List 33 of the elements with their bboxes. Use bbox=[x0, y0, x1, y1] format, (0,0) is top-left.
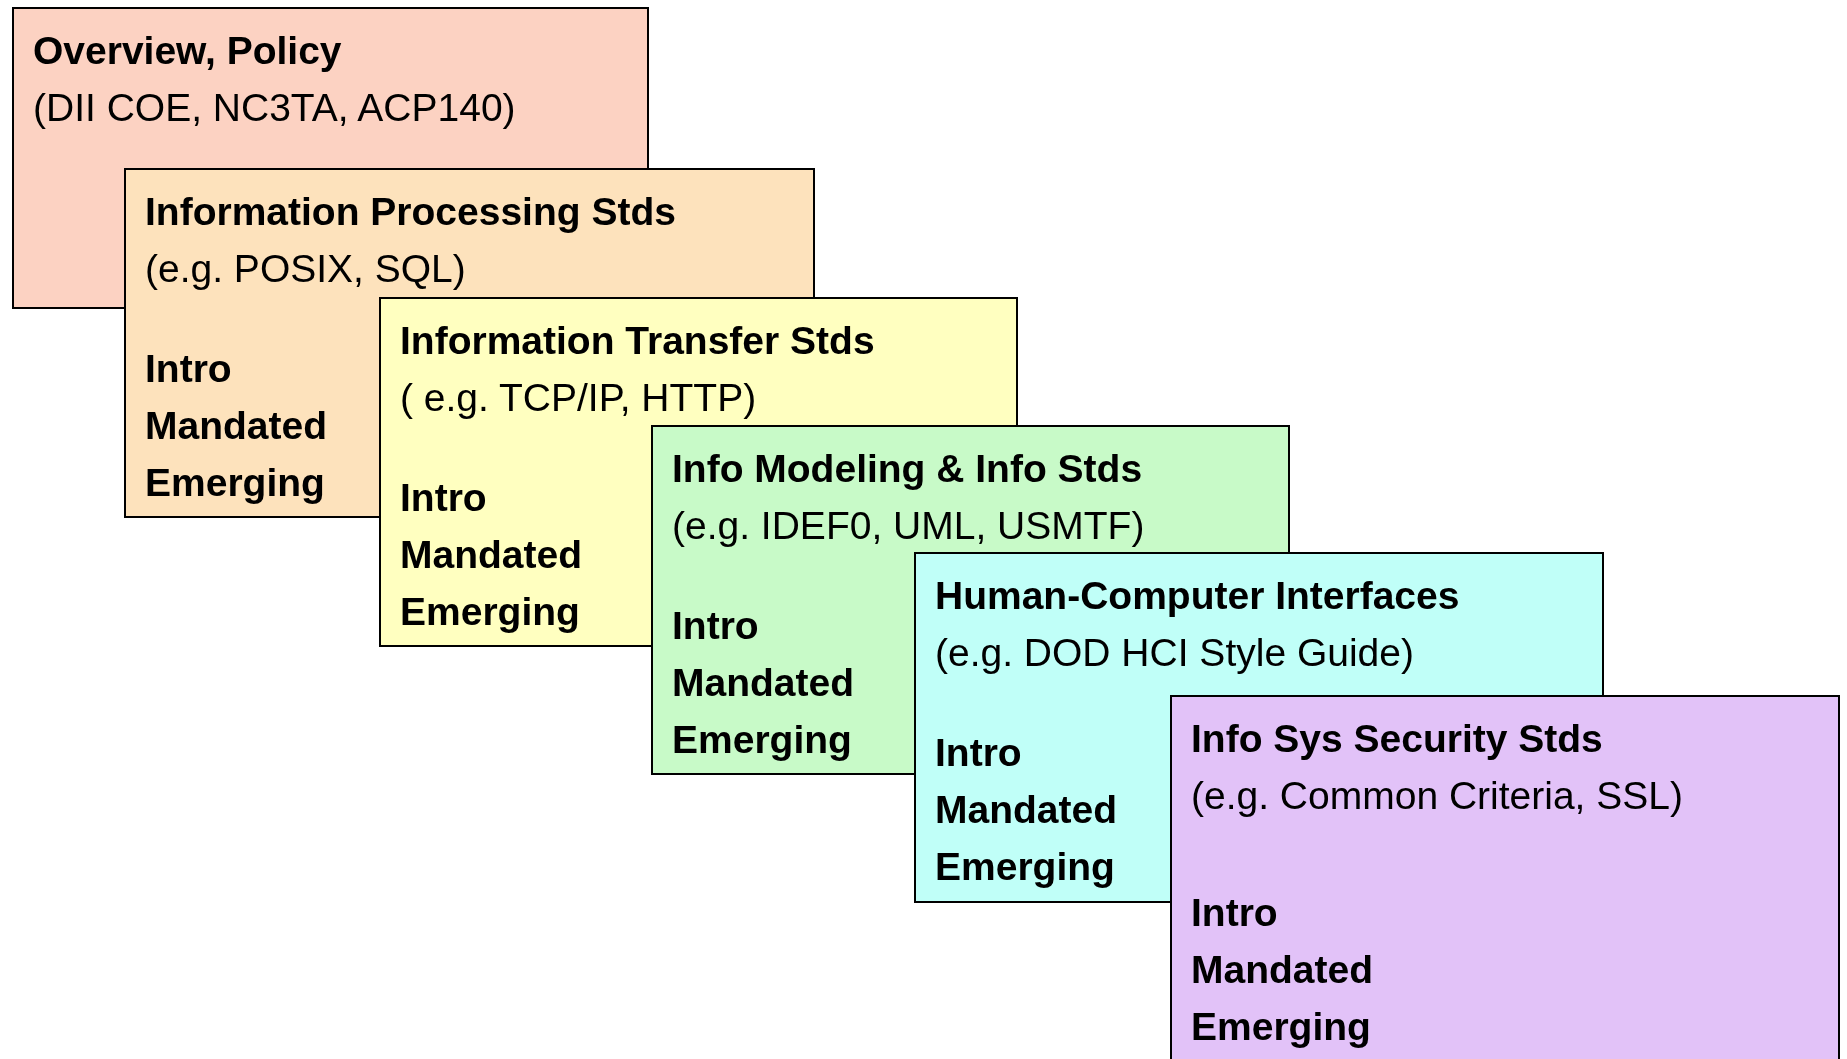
card-examples: (DII COE, NC3TA, ACP140) bbox=[33, 85, 517, 131]
card-heading: Information Processing Stds bbox=[145, 189, 677, 235]
standards-card bbox=[379, 297, 1018, 425]
standards-card bbox=[651, 425, 1290, 552]
card-examples: (e.g. DOD HCI Style Guide) bbox=[935, 630, 1415, 676]
list-item: Mandated bbox=[145, 403, 327, 449]
list-item: Emerging bbox=[672, 717, 852, 763]
card-heading: Info Modeling & Info Stds bbox=[672, 446, 1144, 492]
list-item: Emerging bbox=[935, 844, 1115, 890]
list-item: Intro bbox=[1191, 890, 1278, 936]
card-heading: Information Transfer Stds bbox=[400, 318, 876, 364]
standards-card bbox=[914, 552, 1604, 695]
list-item: Intro bbox=[145, 346, 232, 392]
card-heading: Overview, Policy bbox=[33, 28, 343, 74]
list-item: Mandated bbox=[672, 660, 854, 706]
card-examples: ( e.g. TCP/IP, HTTP) bbox=[400, 375, 758, 421]
list-item: Intro bbox=[672, 603, 759, 649]
card-examples: (e.g. Common Criteria, SSL) bbox=[1191, 773, 1684, 819]
standards-card bbox=[12, 7, 649, 168]
list-item: Mandated bbox=[935, 787, 1117, 833]
card-examples: (e.g. POSIX, SQL) bbox=[145, 246, 467, 292]
standards-card bbox=[124, 168, 815, 297]
list-item: Mandated bbox=[1191, 947, 1373, 993]
list-item: Intro bbox=[400, 475, 487, 521]
standards-card bbox=[1170, 695, 1840, 1059]
card-heading: Human-Computer Interfaces bbox=[935, 573, 1461, 619]
list-item: Emerging bbox=[400, 589, 580, 635]
card-examples: (e.g. IDEF0, UML, USMTF) bbox=[672, 503, 1146, 549]
list-item: Mandated bbox=[400, 532, 582, 578]
list-item: Emerging bbox=[145, 460, 325, 506]
list-item: Emerging bbox=[1191, 1004, 1371, 1050]
list-item: Intro bbox=[935, 730, 1022, 776]
card-heading: Info Sys Security Stds bbox=[1191, 716, 1604, 762]
